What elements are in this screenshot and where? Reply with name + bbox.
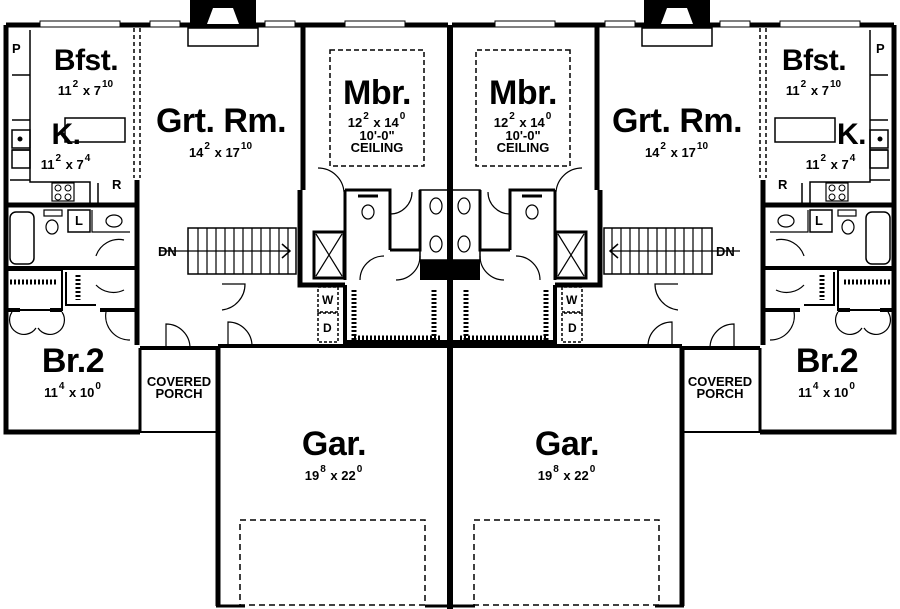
room-kitchen-left: K. 112 x 74 [36,118,96,172]
room-dimensions: 114 x 100 [44,381,101,400]
room-name: K. [837,118,867,151]
room-dimensions: 112 x 710 [785,79,842,98]
room-great-room-right: Grt. Rm. 142 x 1710 [599,104,755,159]
room-dimensions: 112 x 74 [40,153,91,172]
room-dimensions: 142 x 1710 [188,141,253,160]
room-kitchen-right: K. 112 x 74 [800,118,872,172]
right-unit-walls [451,0,897,435]
room-name: Mbr. [489,74,557,112]
room-dimensions: 122 x 140 [493,111,552,130]
room-great-room-left: Grt. Rm. 142 x 1710 [143,104,299,159]
refrigerator-label-left: R [112,177,122,192]
refrigerator-label-right: R [778,177,788,192]
room-dimensions: 198 x 220 [537,464,596,483]
ceiling-height-note: 10'-0"CEILING [350,128,404,155]
room-dimensions: 122 x 140 [347,111,406,130]
left-unit-walls [3,0,449,435]
room-name: Bfst. [53,44,119,77]
stairs-down-label-right: DN [716,244,735,259]
room-master-bedroom-right: Mbr. 122 x 140 10'-0"CEILING [476,76,570,154]
room-name: Gar. [534,425,600,463]
linen-label-left: L [75,213,83,228]
room-name: Br.2 [41,342,105,380]
dryer-label-left: D [323,321,332,335]
room-garage-left: Gar. 198 x 220 [220,427,448,482]
room-breakfast-left: Bfst. 112 x 710 [40,44,132,98]
room-dimensions: 112 x 710 [57,79,114,98]
room-dimensions: 114 x 100 [798,381,855,400]
room-name: Gar. [301,425,367,463]
room-dimensions: 112 x 74 [805,153,856,172]
washer-label-right: W [566,293,578,307]
room-name: Grt. Rm. [155,102,287,140]
room-name: Grt. Rm. [611,102,743,140]
dryer-label-right: D [568,321,577,335]
ceiling-height-note: 10'-0"CEILING [496,128,550,155]
room-dimensions: 142 x 1710 [644,141,709,160]
pantry-label-right: P [876,41,885,56]
washer-label-left: W [322,293,334,307]
room-dimensions: 198 x 220 [304,464,363,483]
room-bedroom2-right: Br.2 114 x 100 [768,344,886,399]
linen-label-right: L [815,213,823,228]
room-name: Br.2 [795,342,859,380]
room-name: Mbr. [343,74,411,112]
pantry-label-left: P [12,41,21,56]
stairs-down-label-left: DN [158,244,177,259]
room-name: Bfst. [781,44,847,77]
room-garage-right: Gar. 198 x 220 [454,427,680,482]
room-breakfast-right: Bfst. 112 x 710 [768,44,860,98]
room-master-bedroom-left: Mbr. 122 x 140 10'-0"CEILING [330,76,424,154]
room-bedroom2-left: Br.2 114 x 100 [14,344,132,399]
room-name: K. [51,118,82,151]
garage-walls [215,344,685,608]
